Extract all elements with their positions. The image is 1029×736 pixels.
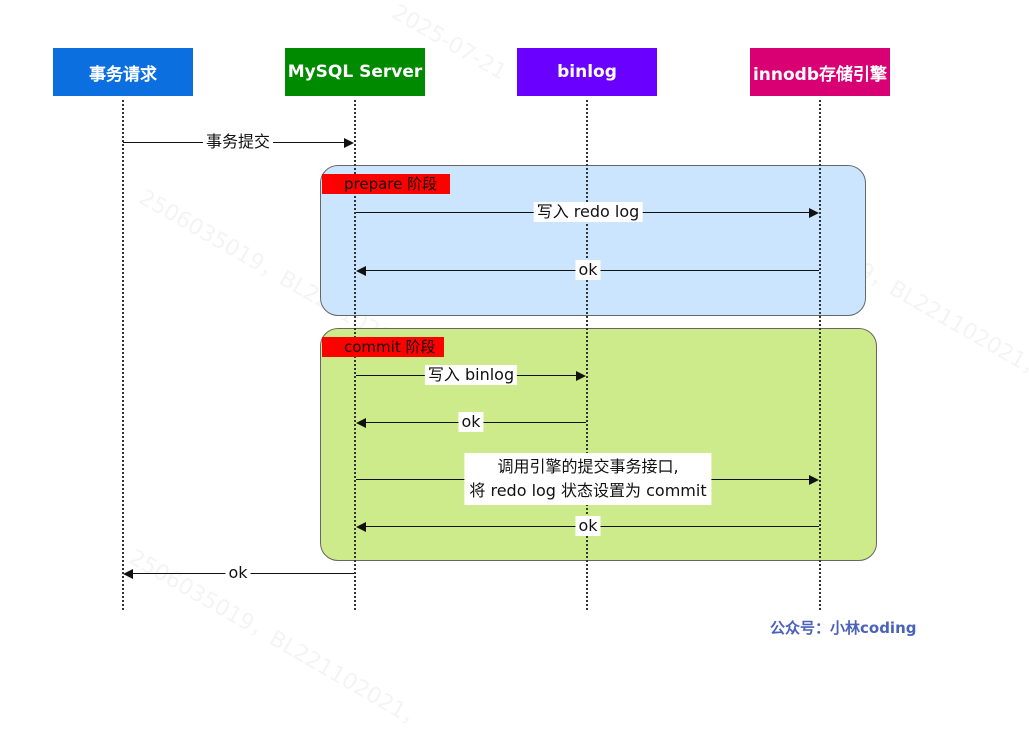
msg-ok-commit: ok: [575, 516, 601, 536]
actor-transaction-request-label: 事务请求: [89, 64, 157, 85]
lifeline-binlog: [586, 100, 588, 610]
lifeline-innodb: [819, 100, 821, 610]
msg-write-redo-log: 写入 redo log: [533, 202, 643, 222]
actor-binlog: binlog: [517, 48, 657, 96]
msg-commit-interface-line-2: 将 redo log 状态设置为 commit: [469, 481, 707, 500]
prepare-phase-label: prepare 阶段: [322, 174, 450, 194]
footer-credit: 公众号：小林coding: [770, 619, 917, 637]
msg-ok-final: ok: [225, 563, 251, 583]
arrow-transaction-submit-head: [344, 138, 354, 148]
msg-transaction-submit: 事务提交: [202, 132, 274, 152]
msg-commit-interface-line-1: 调用引擎的提交事务接口,: [497, 457, 679, 476]
arrow-write-redo-log-head: [809, 208, 819, 218]
actor-mysql-server-label: MySQL Server: [287, 62, 423, 82]
arrow-ok-commit-head: [356, 522, 366, 532]
actor-transaction-request: 事务请求: [53, 48, 193, 96]
actor-mysql-server: MySQL Server: [285, 48, 425, 96]
actor-innodb-label: innodb存储引擎: [752, 64, 888, 85]
arrow-commit-interface-head: [809, 475, 819, 485]
arrow-write-binlog-head: [576, 371, 586, 381]
lifeline-transaction-request: [122, 100, 124, 610]
commit-phase-label: commit 阶段: [322, 337, 444, 357]
actor-binlog-label: binlog: [557, 62, 617, 82]
msg-write-binlog: 写入 binlog: [424, 365, 518, 385]
actor-innodb: innodb存储引擎: [750, 48, 890, 96]
msg-ok-binlog: ok: [458, 412, 484, 432]
msg-commit-interface: 调用引擎的提交事务接口, 将 redo log 状态设置为 commit: [464, 453, 712, 505]
arrow-ok-prepare-head: [356, 266, 366, 276]
arrow-ok-final-head: [123, 569, 133, 579]
watermark-5: 2506035019，BL221102021，: [124, 545, 430, 736]
msg-ok-prepare: ok: [575, 260, 601, 280]
arrow-ok-binlog-head: [356, 418, 366, 428]
